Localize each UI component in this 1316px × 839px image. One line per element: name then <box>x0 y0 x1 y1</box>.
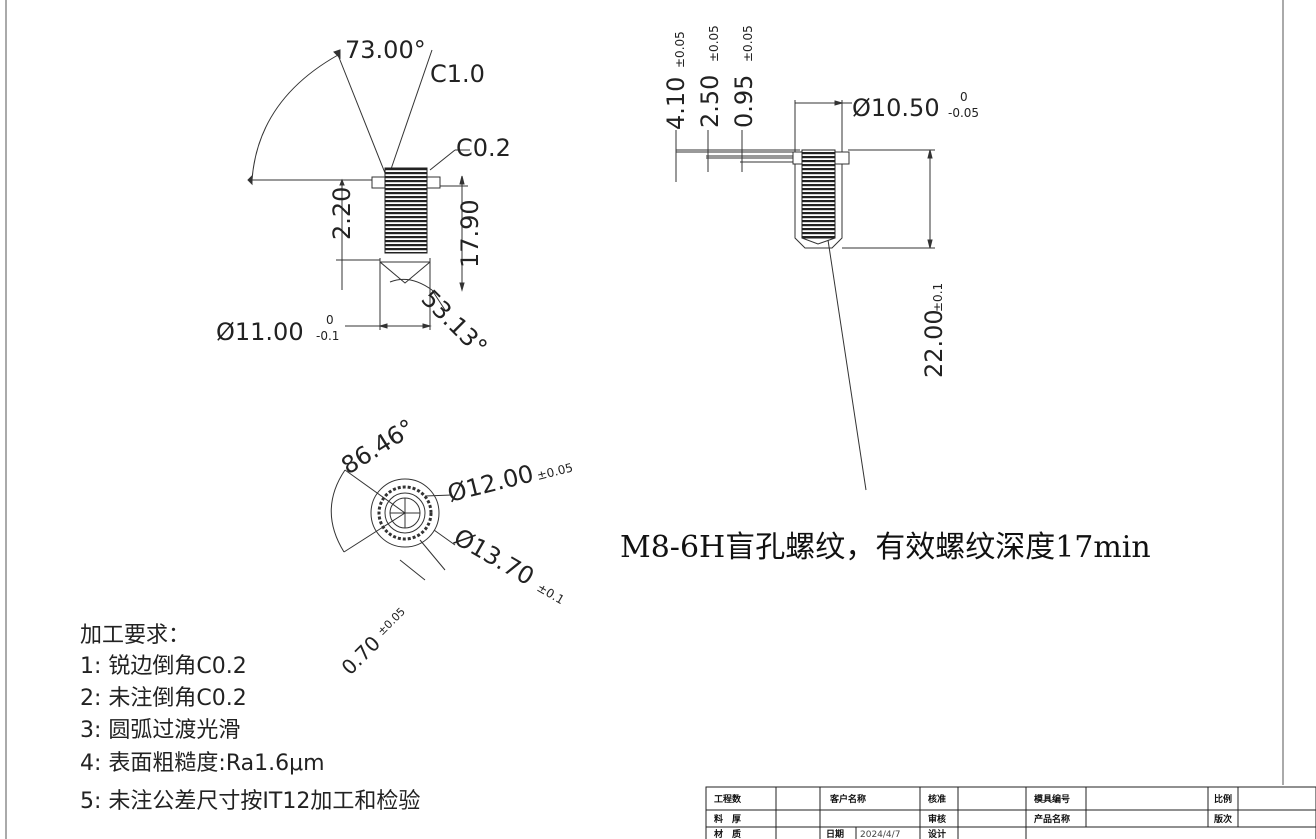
tb-r3-c4: 2024/4/7 <box>860 830 900 839</box>
diameter-flange-tol-upper: 0 <box>960 90 968 104</box>
tb-r2-c7: 产品名称 <box>1034 813 1070 825</box>
tb-r1-c3: 客户名称 <box>829 793 866 805</box>
diameter-body-tol-upper: 0 <box>326 313 334 327</box>
dim-c-label: 0.95 <box>730 75 758 128</box>
section-view <box>675 100 935 491</box>
diameter-outer-tol: ±0.1 <box>535 580 567 607</box>
dim-c-tol: ±0.05 <box>741 25 755 62</box>
tb-r1-c1: 工程数 <box>714 793 742 805</box>
diameter-outer-label: Ø13.70 <box>449 523 539 591</box>
front-view-labels: 73.00° C1.0 C0.2 2.20 17.90 53.13° Ø11.0… <box>216 36 511 361</box>
drawing-frame <box>5 0 1284 839</box>
title-block: 工程数 客户名称 核准 模具编号 比例 料 厚 审核 产品名称 版次 材 质 日… <box>705 786 1316 839</box>
diameter-inner-tol: ±0.05 <box>535 460 574 482</box>
requirement-1: 1: 锐边倒角C0.2 <box>80 654 247 679</box>
height-head-label: 2.20 <box>328 187 356 240</box>
front-view <box>247 49 470 330</box>
requirement-2: 2: 未注倒角C0.2 <box>80 686 247 711</box>
cone-angle-label: 53.13° <box>416 284 493 361</box>
tb-r2-c5: 审核 <box>928 813 946 825</box>
requirement-5: 5: 未注公差尺寸按IT12加工和检验 <box>80 789 420 814</box>
diameter-inner-label: Ø12.00 <box>445 459 537 507</box>
top-view-labels: 86.46° Ø12.00 ±0.05 Ø13.70 ±0.1 0.70 ±0.… <box>336 414 574 680</box>
tb-r1-c5: 核准 <box>928 793 946 805</box>
angle-86-label: 86.46° <box>336 414 419 481</box>
knurl-depth-tol: ±0.05 <box>375 605 408 638</box>
requirements-block: 加工要求： 1: 锐边倒角C0.2 2: 未注倒角C0.2 3: 圆弧过渡光滑 … <box>80 623 420 814</box>
dim-b-tol: ±0.05 <box>707 25 721 62</box>
dim-b-label: 2.50 <box>696 75 724 128</box>
diameter-flange-label: Ø10.50 <box>852 94 940 122</box>
chamfer-c1-label: C1.0 <box>430 60 485 88</box>
length-body-label: 17.90 <box>456 199 484 268</box>
angle-73-label: 73.00° <box>345 36 426 64</box>
chamfer-c02-label: C0.2 <box>456 134 511 162</box>
requirement-4: 4: 表面粗糙度:Ra1.6μm <box>80 751 325 776</box>
tb-r1-c7: 模具编号 <box>1034 793 1070 805</box>
requirement-3: 3: 圆弧过渡光滑 <box>80 718 240 743</box>
knurl-depth-label: 0.70 <box>337 631 385 679</box>
tb-r3-c3: 日期 <box>826 828 844 839</box>
tb-r3-c5: 设计 <box>928 828 946 839</box>
tb-r3-c1: 材 质 <box>713 828 741 839</box>
diameter-body-label: Ø11.00 <box>216 318 304 346</box>
total-length-tol: ±0.1 <box>931 283 945 312</box>
tb-r2-c9: 版次 <box>1213 813 1232 825</box>
top-view <box>330 469 456 581</box>
total-length-label: 22.00 <box>920 309 948 378</box>
section-view-labels: 4.10 ±0.05 2.50 ±0.05 0.95 ±0.05 Ø10.50 … <box>662 25 979 378</box>
dim-a-tol: ±0.05 <box>673 31 687 68</box>
thread-note: M8-6H盲孔螺纹，有效螺纹深度17min <box>620 530 1151 565</box>
tb-r1-c9: 比例 <box>1214 793 1232 805</box>
diameter-body-tol-lower: -0.1 <box>316 329 339 343</box>
tb-r2-c1: 料 厚 <box>714 813 741 825</box>
diameter-flange-tol-lower: -0.05 <box>948 106 979 120</box>
requirements-title: 加工要求： <box>80 623 190 648</box>
dim-a-label: 4.10 <box>662 77 690 130</box>
